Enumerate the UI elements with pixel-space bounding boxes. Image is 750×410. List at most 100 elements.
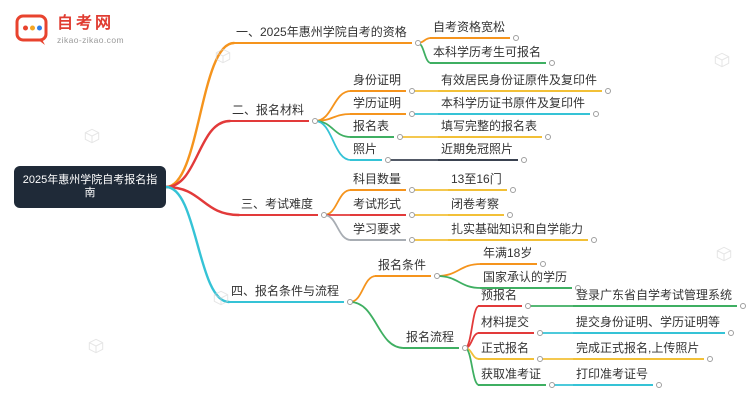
cube-watermark-icon [213, 290, 229, 306]
node-label: 年满18岁 [483, 246, 533, 260]
site-logo[interactable]: 自考网 zikao-zikao.com [14, 12, 124, 48]
connector-dot [537, 356, 544, 362]
connector-dot [409, 212, 416, 218]
node-formal-registration-detail[interactable]: 完成正式报名,上传照片 [573, 341, 714, 362]
cube-watermark-icon [84, 128, 100, 144]
node-admission-ticket-detail[interactable]: 打印准考证号 [573, 367, 663, 388]
node-label: 学历证明 [353, 96, 402, 110]
connector-dot [549, 382, 556, 388]
node-photo[interactable]: 照片 [350, 142, 392, 163]
connector-dot [409, 88, 416, 94]
node-label: 本科学历考生可报名 [433, 45, 542, 59]
cube-watermark-icon [714, 52, 730, 68]
node-bachelor-can-apply[interactable]: 本科学历考生可报名 [430, 45, 556, 66]
node-label: 考试形式 [353, 197, 402, 211]
node-education-proof[interactable]: 学历证明 [350, 96, 416, 117]
connector-dot [591, 237, 598, 243]
node-label: 报名表 [353, 119, 390, 133]
root-node[interactable]: 2025年惠州学院自考报名指南 [14, 166, 166, 208]
node-pre-registration[interactable]: 预报名 [478, 288, 532, 309]
connector-dot [707, 356, 714, 362]
connector-dot [409, 111, 416, 117]
connector-dot [605, 88, 612, 94]
connector-dot [740, 303, 747, 309]
node-study-requirement[interactable]: 学习要求 [350, 222, 416, 243]
node-material-submission-detail[interactable]: 提交身份证明、学历证明等 [573, 315, 735, 336]
node-recognized-education[interactable]: 国家承认的学历 [480, 270, 582, 291]
node-label: 本科学历证书原件及复印件 [441, 96, 586, 110]
node-materials[interactable]: 二、报名材料 [229, 103, 319, 124]
node-label: 国家承认的学历 [483, 270, 568, 284]
node-label: 四、报名条件与流程 [231, 284, 340, 298]
node-qualification[interactable]: 一、2025年惠州学院自考的资格 [233, 25, 421, 46]
node-label: 自考资格宽松 [433, 20, 506, 34]
node-formal-registration[interactable]: 正式报名 [478, 341, 544, 362]
node-conditions-process[interactable]: 四、报名条件与流程 [228, 284, 354, 305]
connector-dot [462, 345, 469, 351]
node-material-submission[interactable]: 材料提交 [478, 315, 544, 336]
connector-dot [507, 212, 514, 218]
node-subject-count-detail[interactable]: 13至16门 [448, 172, 516, 193]
node-id-proof-detail[interactable]: 有效居民身份证原件及复印件 [438, 73, 612, 94]
connector-dot [545, 134, 552, 140]
logo-title: 自考网 [57, 15, 115, 32]
node-study-requirement-detail[interactable]: 扎实基础知识和自学能力 [448, 222, 598, 243]
node-label: 身份证明 [353, 73, 402, 87]
cube-watermark-icon [88, 338, 104, 354]
logo-domain: zikao-zikao.com [57, 35, 124, 45]
node-id-proof[interactable]: 身份证明 [350, 73, 416, 94]
node-label: 有效居民身份证原件及复印件 [441, 73, 598, 87]
node-label: 正式报名 [481, 341, 530, 355]
connector-dot [312, 118, 319, 124]
node-pre-registration-detail[interactable]: 登录广东省自学考试管理系统 [573, 288, 747, 309]
node-difficulty[interactable]: 三、考试难度 [238, 197, 328, 218]
node-age-requirement[interactable]: 年满18岁 [480, 246, 547, 267]
node-label: 填写完整的报名表 [441, 119, 538, 133]
node-application-form-detail[interactable]: 填写完整的报名表 [438, 119, 552, 140]
node-subject-count[interactable]: 科目数量 [350, 172, 416, 193]
node-label: 科目数量 [353, 172, 402, 186]
node-label: 预报名 [481, 288, 518, 302]
node-exam-format-detail[interactable]: 闭卷考察 [448, 197, 514, 218]
connector-dot [385, 157, 392, 163]
node-label: 学习要求 [353, 222, 402, 236]
node-label: 扎实基础知识和自学能力 [451, 222, 584, 236]
node-label: 完成正式报名,上传照片 [576, 341, 700, 355]
connector-dot [521, 157, 528, 163]
node-label: 近期免冠照片 [441, 142, 514, 156]
zikao-logo-icon [15, 14, 48, 45]
node-education-proof-detail[interactable]: 本科学历证书原件及复印件 [438, 96, 600, 117]
connector-dot [321, 212, 328, 218]
node-label: 闭卷考察 [451, 197, 500, 211]
node-exam-format[interactable]: 考试形式 [350, 197, 416, 218]
node-photo-detail[interactable]: 近期免冠照片 [438, 142, 528, 163]
connector-dot [525, 303, 532, 309]
connector-dot [540, 261, 547, 267]
connector-dot [537, 330, 544, 336]
node-label: 三、考试难度 [241, 197, 314, 211]
connector-dot [575, 285, 582, 291]
cube-watermark-icon [716, 246, 732, 262]
node-label: 报名条件 [378, 258, 427, 272]
node-admission-ticket[interactable]: 获取准考证 [478, 367, 556, 388]
node-label: 报名流程 [406, 330, 455, 344]
connector-dot [509, 187, 516, 193]
connector-dot [409, 187, 416, 193]
cube-watermark-icon [215, 48, 231, 64]
node-label: 一、2025年惠州学院自考的资格 [236, 25, 407, 39]
connector-dot [513, 35, 520, 41]
connector-dot [347, 299, 354, 305]
node-label: 登录广东省自学考试管理系统 [576, 288, 733, 302]
connector-dot [728, 330, 735, 336]
node-label: 提交身份证明、学历证明等 [576, 315, 721, 329]
node-application-form[interactable]: 报名表 [350, 119, 404, 140]
node-label: 二、报名材料 [232, 103, 305, 117]
node-qualification-loose[interactable]: 自考资格宽松 [430, 20, 520, 41]
node-label: 材料提交 [481, 315, 530, 329]
connector-dot [593, 111, 600, 117]
node-label: 照片 [353, 142, 378, 156]
node-process[interactable]: 报名流程 [403, 330, 469, 351]
connector-dot [409, 237, 416, 243]
node-conditions[interactable]: 报名条件 [375, 258, 441, 279]
